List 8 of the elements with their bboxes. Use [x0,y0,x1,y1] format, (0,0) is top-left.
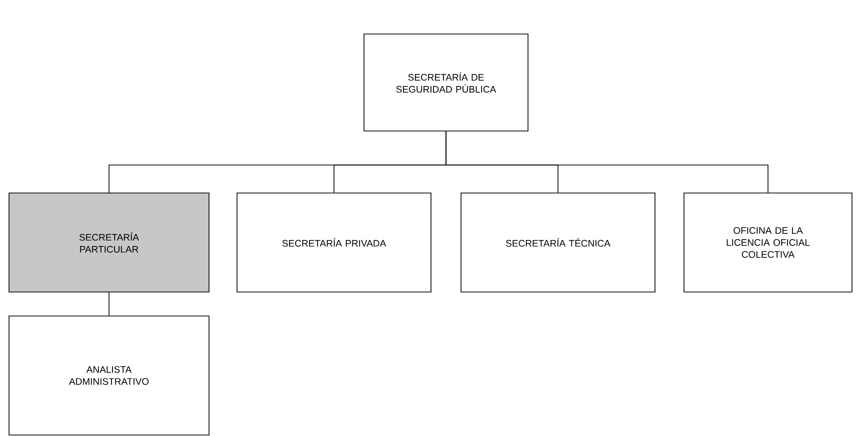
org-box: SECRETARÍA DE SEGURIDAD PÚBLICA [364,34,528,132]
org-box: SECRETARÍA PARTICULAR [8,192,210,292]
org-box: SECRETARÍA PRIVADA [236,192,432,292]
connector-line [108,292,110,316]
connector-line [446,130,768,193]
org-box: SECRETARÍA TÉCNICA [460,192,656,292]
org-box: OFICINA DE LA LICENCIA OFICIAL COLECTIVA [684,192,852,292]
org-box: ANALISTA ADMINISTRATIVO [8,316,210,436]
